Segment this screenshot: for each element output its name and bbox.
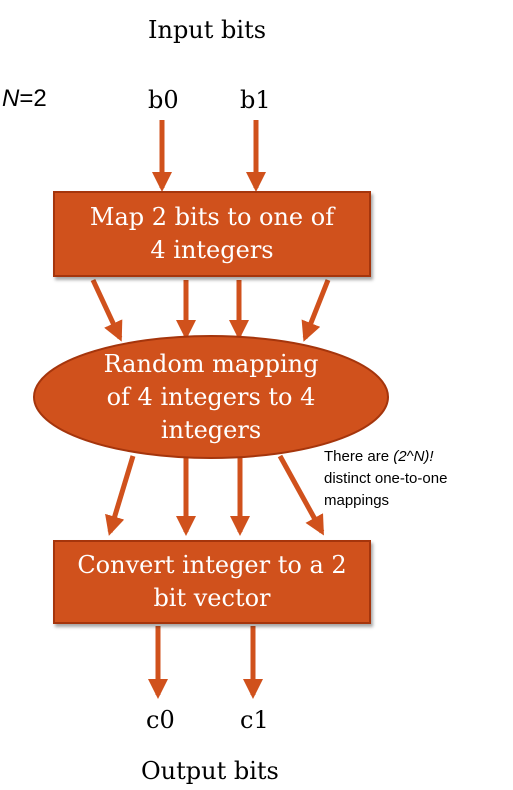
n-equals-label: N=2 [2,85,47,113]
random-mapping-ellipse [33,335,389,459]
arrow-map-to-random-1 [90,278,123,342]
input-b1-label: b1 [240,86,271,114]
n-value: =2 [19,85,47,112]
arrow-random-to-convert-1 [105,455,136,536]
map-bits-text: Map 2 bits to one of 4 integers [89,203,335,264]
input-b0-label: b0 [148,86,179,114]
input-bits-title: Input bits [148,16,267,44]
note-line3: mappings [324,492,390,509]
arrow-map-to-random-4 [301,279,331,342]
note-factorial: (2^N)! [393,448,434,465]
arrow-random-to-convert-4 [277,454,325,536]
output-c1-label: c1 [240,706,269,734]
output-c0-label: c0 [146,706,175,734]
note-line2: distinct one-to-one [324,470,448,487]
note-line1-text: There are [324,448,394,465]
mappings-note: There are (2^N)! distinct one-to-one map… [324,446,447,512]
random-mapping-text: Random mapping of 4 integers to 4 intege… [103,350,319,444]
convert-text: Convert integer to a 2 bit vector [77,551,347,612]
output-bits-title: Output bits [141,757,279,785]
convert-block: Convert integer to a 2 bit vector [53,540,371,624]
map-bits-block: Map 2 bits to one of 4 integers [53,191,371,277]
n-variable: N [2,85,20,112]
